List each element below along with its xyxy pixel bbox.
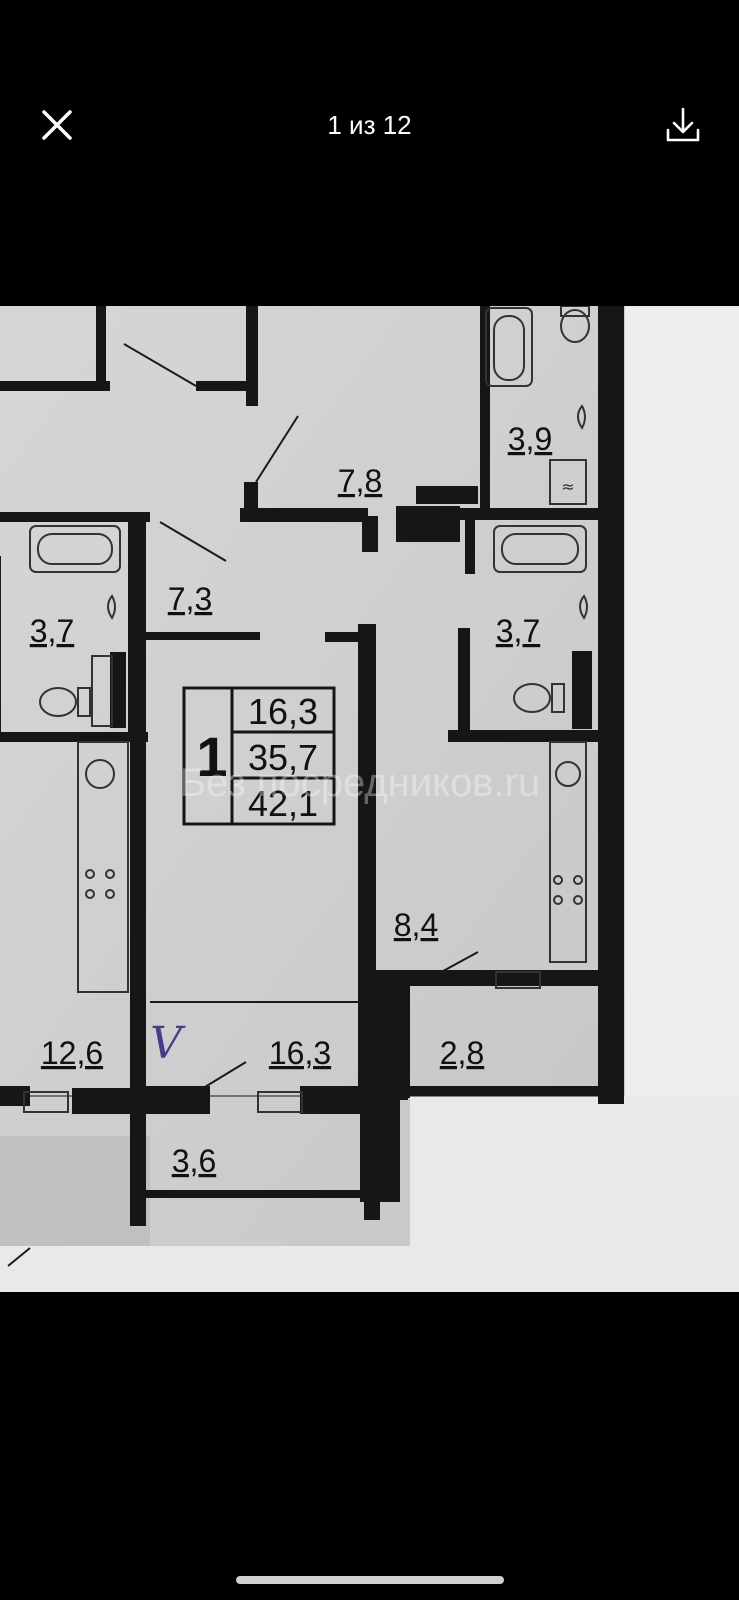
label-room-top: 7,8	[338, 463, 382, 499]
living-area: 16,3	[248, 691, 318, 732]
plan-thin-lines	[0, 343, 600, 1267]
svg-text:≈: ≈	[561, 477, 574, 496]
label-room-left: 12,6	[41, 1035, 103, 1071]
label-bath-left: 3,7	[30, 613, 74, 649]
watermark: Без посредников.ru	[180, 761, 541, 805]
close-button[interactable]	[36, 104, 78, 146]
walls	[0, 306, 624, 1226]
floor-plan-photo[interactable]: ≈	[0, 306, 739, 1292]
total-area: 42,1	[248, 783, 318, 824]
label-hall: 7,3	[168, 581, 212, 617]
room-labels: 3,9 7,8 7,3 3,7 3,7 8,4 2,8 12,6 16,3 3,…	[30, 421, 552, 1179]
apartment-info-box: 1 16,3 35,7 42,1	[182, 686, 336, 826]
download-icon	[666, 107, 700, 142]
label-balcony-right: 2,8	[440, 1035, 484, 1071]
close-icon	[42, 110, 72, 140]
label-bath-top-right: 3,9	[508, 421, 552, 457]
label-bath-right: 3,7	[496, 613, 540, 649]
label-balcony-bottom: 3,6	[172, 1143, 216, 1179]
handwritten-mark: V	[150, 1018, 186, 1069]
fixtures: ≈	[23, 306, 590, 1113]
room-count: 1	[196, 725, 227, 788]
viewer-top-bar: 1 из 12	[0, 0, 739, 250]
usable-area: 35,7	[248, 737, 318, 778]
image-counter: 1 из 12	[327, 110, 412, 140]
label-kitchen-right: 8,4	[394, 907, 438, 943]
label-room-main: 16,3	[269, 1035, 331, 1071]
floor-plan-drawing: ≈	[0, 306, 739, 1292]
download-button[interactable]	[662, 104, 704, 146]
home-indicator[interactable]	[236, 1576, 504, 1584]
